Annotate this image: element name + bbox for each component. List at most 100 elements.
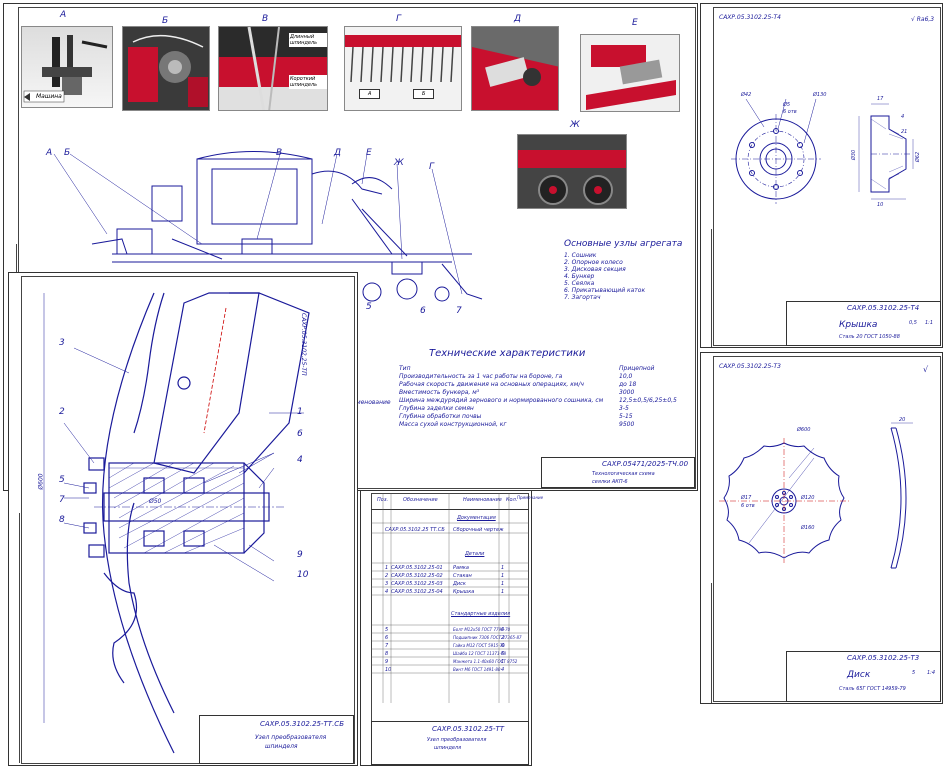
bom-stamp: САХР.05.3102.25-ТТ Узел преобразователя … xyxy=(371,721,529,765)
cover-stamp-mass: 0,5 xyxy=(909,320,917,326)
cover-stamp-scale: 1:1 xyxy=(925,320,934,326)
photo-g-note-b: Б xyxy=(413,89,435,99)
photo-b xyxy=(122,26,210,111)
bom-row-name: Диск xyxy=(453,581,466,587)
nodes-list: Основные узлы агрегата 1. Сошник 2. Опор… xyxy=(564,239,689,301)
photo-label-zh: Ж xyxy=(570,120,580,130)
cover-dim: 21 xyxy=(901,129,908,135)
bom-row-pos: 4 xyxy=(385,589,389,595)
photo-label-d: Д xyxy=(514,14,522,24)
photo-label-b: Б xyxy=(162,16,169,26)
photo-b-sketch xyxy=(123,27,209,110)
disc-stamp-title: Диск xyxy=(847,670,871,680)
bom-row-qty: 6 xyxy=(501,643,505,649)
assembly-num-6: 6 xyxy=(420,306,426,316)
photo-g: А Б xyxy=(344,26,462,111)
spec-side-label: Наименование xyxy=(344,399,391,406)
bom-row-code: САХР.05.3102.25-04 xyxy=(391,589,443,595)
disc-dim: Ø17 xyxy=(741,495,752,501)
main-stamp-sub: сеялки АКП-6 xyxy=(592,479,628,485)
disc-dim: Ø120 xyxy=(801,495,815,501)
disc-front-view xyxy=(719,438,849,563)
main-stamp-title: Технологическая схема xyxy=(592,471,655,477)
cover-dim: 4 xyxy=(901,114,905,120)
bom-row-pos: 8 xyxy=(385,651,389,657)
photo-label-a: А xyxy=(60,10,67,20)
assembly-label-zh: Ж xyxy=(394,158,404,168)
disc-sheet: САХР.05.3102.25-Т3 √ Ø600 Ø17 6 отв Ø120… xyxy=(700,352,943,704)
section-part-2: 2 xyxy=(59,407,65,417)
spec-row: Производительность за 1 час работы на бо… xyxy=(399,373,633,380)
bom-row-pos: 3 xyxy=(385,581,389,587)
cover-dim: Ø62 xyxy=(915,151,922,163)
cover-stamp-code: САХР.05.3102.25-Т4 xyxy=(847,304,920,312)
cover-stamp-material: Сталь 20 ГОСТ 1050-88 xyxy=(839,334,900,340)
assembly-drawing xyxy=(53,151,483,302)
photo-zh-sketch xyxy=(518,135,626,208)
bom-row-pos: 9 xyxy=(385,659,389,665)
bom-row-qty: 2 xyxy=(501,635,505,641)
cover-corner: √ Ra6,3 xyxy=(911,16,935,23)
photo-v-sketch xyxy=(219,27,327,110)
bom-row-pos: 6 xyxy=(385,635,389,641)
photo-e xyxy=(580,34,680,112)
assembly-label-v: В xyxy=(276,148,283,158)
assembly-label-b: Б xyxy=(64,148,71,158)
node-item: 1. Сошник xyxy=(564,252,597,259)
photo-v-note-long: Длинный шпиндель xyxy=(289,33,327,47)
disc-side-code: САХР.05.3102.25-Т3 xyxy=(719,363,781,370)
bom-row-qty: 4 xyxy=(501,667,505,673)
bom-doc-name: Сборочный чертеж xyxy=(453,527,504,533)
photo-a: Машина xyxy=(21,26,113,108)
cover-stamp-title: Крышка xyxy=(839,320,878,330)
section-part-6: 6 xyxy=(297,429,303,439)
bom-doc-code: САХР.05.3102.25 ТТ.СБ xyxy=(385,527,445,533)
disc-dim: Ø600 xyxy=(797,427,811,433)
cover-dim: 6 отв xyxy=(783,109,797,115)
photo-label-e: Е xyxy=(632,18,638,28)
bom-row-qty: 1 xyxy=(501,565,505,571)
disc-stamp-scale: 1:4 xyxy=(927,670,936,676)
section-part-7: 7 xyxy=(59,495,65,505)
cover-side-view xyxy=(858,103,914,200)
section-sheet: САХР.05.3102.25-ТП xyxy=(8,272,358,766)
bom-row-name: Рамка xyxy=(453,565,469,571)
bom-row-pos: 10 xyxy=(385,667,392,673)
node-item: 7. Загортач xyxy=(564,294,601,301)
photo-a-sketch xyxy=(23,35,108,103)
bom-row-name: Стакан xyxy=(453,573,472,579)
section-part-5: 5 xyxy=(59,475,65,485)
spec-row: Ширина междурядий зернового и нормирован… xyxy=(399,397,677,404)
cover-sheet-sidestrip xyxy=(701,229,712,347)
photo-g-note-a: А xyxy=(359,89,381,99)
section-center-label: Ø50 xyxy=(149,498,162,505)
bom-stamp-title: Узел преобразователя xyxy=(427,737,487,743)
cover-side-code: САХР.05.3102.25-Т4 xyxy=(719,14,781,21)
disc-dim: 20 xyxy=(899,417,906,423)
main-stamp: САХР.05471/2025-ТЧ.00 Технологическая сх… xyxy=(541,457,695,488)
bom-stamp-sub: шпинделя xyxy=(434,745,462,751)
photo-g-sketch xyxy=(345,35,461,83)
bom-row-code: САХР.05.3102.25-03 xyxy=(391,581,443,587)
bom-row-code: Манжета 1.1-40x60 ГОСТ 8752 xyxy=(453,659,518,664)
cover-dim: Ø130 xyxy=(813,92,827,98)
disc-stamp: САХР.05.3102.25-Т3 Диск Сталь 65Г ГОСТ 1… xyxy=(786,651,941,702)
assembly-label-a: А xyxy=(46,148,53,158)
cover-dim: 17 xyxy=(877,96,884,102)
bom-row-code: САХР.05.3102.25-02 xyxy=(391,573,443,579)
bom-row-code: САХР.05.3102.25-01 xyxy=(391,565,443,571)
photo-v: Длинный шпиндель Короткий шпиндель xyxy=(218,26,328,111)
photo-d-sketch xyxy=(472,27,558,110)
bom-row-qty: 1 xyxy=(501,581,505,587)
bom-row-pos: 5 xyxy=(385,627,389,633)
bom-row-qty: 1 xyxy=(501,573,505,579)
section-part-4: 4 xyxy=(297,455,303,465)
cover-stamp: САХР.05.3102.25-Т4 Крышка Сталь 20 ГОСТ … xyxy=(786,301,941,346)
cover-dim: Ø42 xyxy=(741,92,752,98)
disc-dim: 6 отв xyxy=(741,503,755,509)
node-item: 3. Дисковая секция xyxy=(564,266,626,273)
